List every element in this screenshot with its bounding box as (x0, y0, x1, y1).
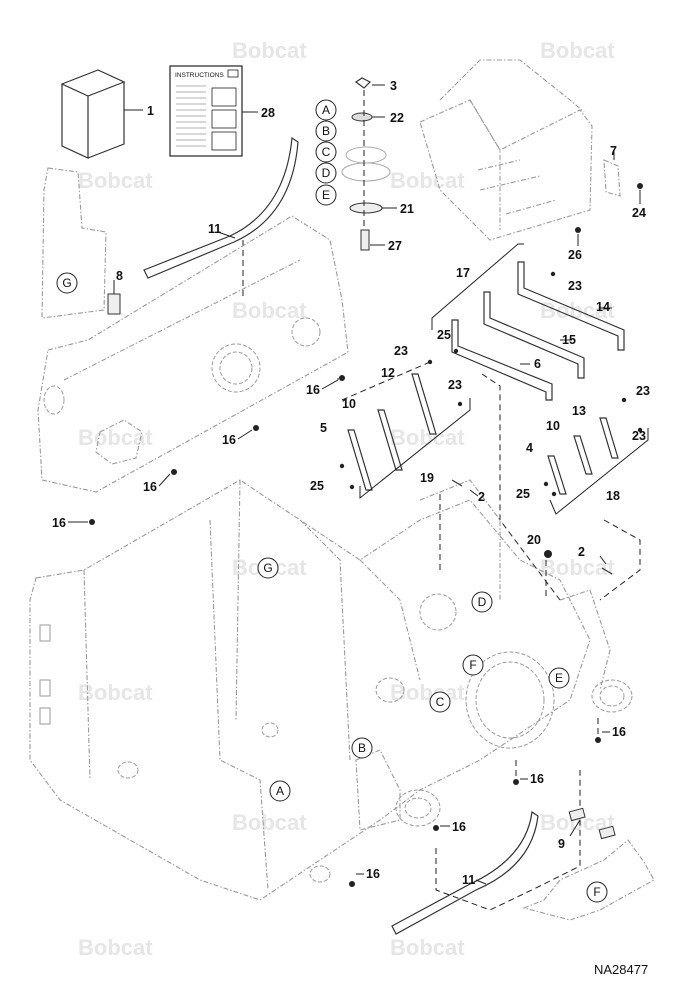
part-16-nuts (89, 375, 613, 887)
callout-2-right: 2 (578, 545, 585, 559)
watermark: Bobcat (78, 168, 153, 193)
callout-26: 26 (568, 248, 582, 262)
callout-16-d: 16 (52, 516, 66, 530)
rear-frame-upper: G (37, 167, 349, 493)
letter-a-frame: A (276, 784, 284, 798)
letter-b: B (322, 124, 330, 138)
letter-d: D (322, 166, 331, 180)
bracket-group-18 (543, 397, 649, 515)
main-frame-lower: G A B C D E F (29, 479, 633, 901)
callout-27: 27 (388, 239, 402, 253)
bracket-group-19 (339, 359, 471, 500)
callout-9: 9 (558, 837, 565, 851)
callout-25-top: 25 (437, 328, 451, 342)
seat-pan (419, 59, 643, 246)
instructions-label: INSTRUCTIONS (175, 72, 224, 79)
callout-5: 5 (320, 421, 327, 435)
watermark: Bobcat (232, 810, 307, 835)
callout-16-b: 16 (222, 433, 236, 447)
callout-16-a: 16 (306, 383, 320, 397)
part-28-instructions: INSTRUCTIONS (169, 65, 258, 157)
part-11-lower-seal (391, 810, 539, 935)
letter-circles-column: A B C D E (315, 99, 337, 206)
diagram-id: NA28477 (594, 962, 648, 977)
letter-c: C (322, 145, 331, 159)
callout-23-right-top: 23 (636, 384, 650, 398)
letter-d-frame: D (478, 595, 487, 609)
callout-22: 22 (390, 111, 404, 125)
callout-8: 8 (116, 269, 123, 283)
part-1-box (60, 69, 143, 159)
callout-24: 24 (632, 206, 646, 220)
part-9-pads (568, 807, 616, 840)
callout-23-left-top: 23 (394, 344, 408, 358)
letter-g-upper: G (62, 276, 71, 290)
nut-leaders (68, 379, 610, 875)
callout-16-g: 16 (452, 820, 466, 834)
callout-2-left: 2 (478, 490, 485, 504)
floor-panel-f: F (522, 839, 655, 921)
callout-28: 28 (261, 106, 275, 120)
watermark: Bobcat (390, 425, 465, 450)
letter-f-panel: F (593, 885, 600, 899)
watermark: Bobcat (78, 425, 153, 450)
callout-10-right: 10 (546, 419, 560, 433)
callout-10-left: 10 (342, 397, 356, 411)
callout-12: 12 (381, 366, 395, 380)
watermark-layer: Bobcat Bobcat Bobcat Bobcat Bobcat Bobca… (78, 38, 615, 960)
callout-17: 17 (456, 266, 470, 280)
watermark: Bobcat (78, 935, 153, 960)
callout-23-right: 23 (632, 429, 646, 443)
watermark: Bobcat (540, 38, 615, 63)
callout-13: 13 (572, 404, 586, 418)
callout-6: 6 (534, 357, 541, 371)
watermark: Bobcat (390, 168, 465, 193)
watermark: Bobcat (390, 680, 465, 705)
isolator-stack (341, 77, 397, 251)
watermark: Bobcat (232, 298, 307, 323)
letter-e-frame: E (555, 671, 563, 685)
callout-labels: 1 28 3 22 21 27 11 8 7 24 26 17 23 14 25… (52, 79, 650, 887)
callout-7: 7 (610, 144, 617, 158)
callout-16-e: 16 (612, 725, 626, 739)
callout-16-h: 16 (366, 867, 380, 881)
part-11-upper-seal (143, 136, 299, 296)
watermark: Bobcat (390, 935, 465, 960)
watermark: Bobcat (232, 38, 307, 63)
callout-19: 19 (420, 471, 434, 485)
callout-21: 21 (400, 202, 414, 216)
bracket-group-17 (431, 243, 625, 401)
callout-23-top: 23 (568, 279, 582, 293)
letter-g-frame: G (263, 561, 272, 575)
assembly-lines (337, 373, 641, 911)
watermark: Bobcat (78, 680, 153, 705)
callout-25-left: 25 (310, 479, 324, 493)
callout-1: 1 (147, 104, 154, 118)
letter-a: A (322, 103, 330, 117)
callout-11-lower: 11 (462, 873, 475, 887)
letter-e: E (322, 188, 330, 202)
letter-c-frame: C (436, 695, 445, 709)
letter-f-frame: F (469, 658, 476, 672)
callout-16-c: 16 (143, 480, 157, 494)
callout-23-left: 23 (448, 378, 462, 392)
letter-b-frame: B (358, 741, 366, 755)
callout-3: 3 (390, 79, 397, 93)
callout-16-f: 16 (530, 772, 544, 786)
callout-20: 20 (527, 533, 541, 547)
callout-25-right: 25 (516, 487, 530, 501)
callout-4: 4 (526, 441, 533, 455)
callout-14: 14 (596, 300, 610, 314)
callout-18: 18 (606, 489, 620, 503)
callout-15: 15 (562, 333, 576, 347)
callout-11-upper: 11 (208, 222, 221, 236)
